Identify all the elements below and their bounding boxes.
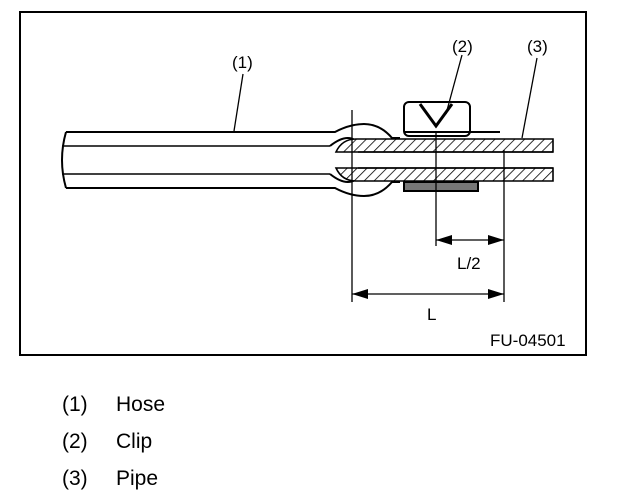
diagram-frame <box>19 11 587 356</box>
dimension-half-label: L/2 <box>457 254 481 273</box>
legend-number: (1) <box>62 392 88 416</box>
legend: (1) Hose (2) Clip (3) Pipe <box>62 386 165 497</box>
leader-lines <box>233 54 538 139</box>
dimension-arrows <box>352 235 504 299</box>
legend-label: Clip <box>116 429 153 453</box>
clip <box>403 101 500 192</box>
legend-label: Hose <box>116 392 166 416</box>
legend-number: (2) <box>62 429 88 453</box>
legend-number: (3) <box>62 466 88 490</box>
callout-hose-label: (1) <box>232 53 253 72</box>
dimension-full-label: L <box>427 305 436 324</box>
legend-item: (3) Pipe <box>62 460 165 497</box>
callout-clip-label: (2) <box>452 37 473 56</box>
legend-item: (1) Hose <box>62 386 165 423</box>
hose <box>61 122 400 198</box>
pipe <box>334 138 554 182</box>
legend-label: Pipe <box>116 466 159 490</box>
figure-code: FU-04501 <box>490 331 566 350</box>
legend-item: (2) Clip <box>62 423 165 460</box>
callout-pipe-label: (3) <box>527 37 548 56</box>
